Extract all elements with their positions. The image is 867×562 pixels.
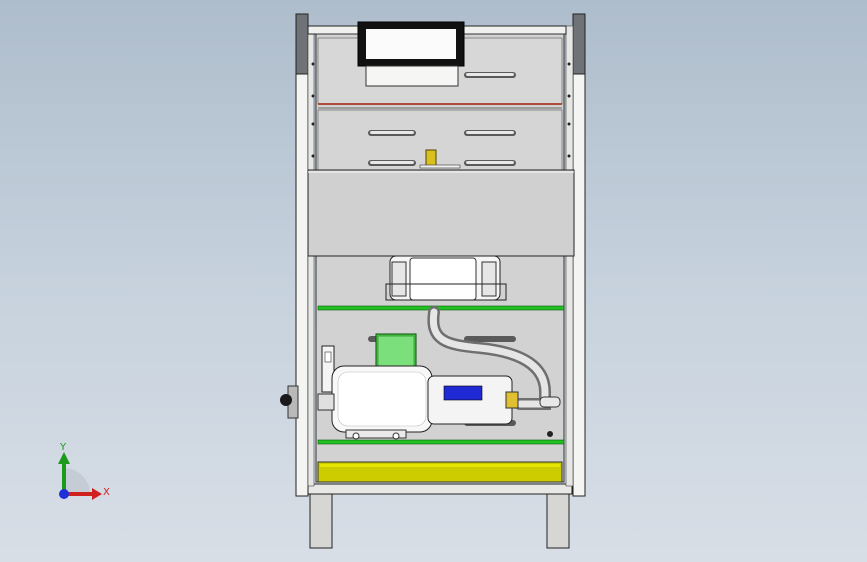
right-frame-post — [572, 13, 586, 497]
screw — [567, 154, 571, 158]
cross-panel — [307, 169, 575, 257]
green-shelf — [317, 439, 565, 445]
middle-compartment — [317, 109, 563, 171]
screw — [311, 94, 315, 98]
brass-fitting — [425, 149, 437, 167]
vent-slot — [464, 336, 516, 342]
screw — [311, 154, 315, 158]
screw — [567, 94, 571, 98]
lower-compartment — [317, 306, 561, 440]
right-leg — [546, 493, 570, 549]
knob-icon — [280, 394, 292, 406]
screw — [567, 62, 571, 66]
screw — [311, 122, 315, 126]
display-mount — [365, 65, 459, 87]
screw — [311, 62, 315, 66]
green-shelf — [317, 305, 565, 311]
pump-housing — [385, 255, 507, 301]
xyz-axis-triad-icon: Y X — [40, 438, 120, 518]
screw — [567, 122, 571, 126]
left-leg — [309, 493, 333, 549]
x-axis-label: X — [103, 487, 110, 498]
base-plate — [307, 483, 573, 495]
y-axis-label: Y — [60, 442, 67, 453]
upper-compartment — [317, 21, 563, 109]
blue-coupling — [443, 385, 483, 401]
left-frame-post — [295, 13, 309, 497]
mount-bolt — [547, 431, 553, 437]
electric-motor-icon — [317, 365, 519, 440]
